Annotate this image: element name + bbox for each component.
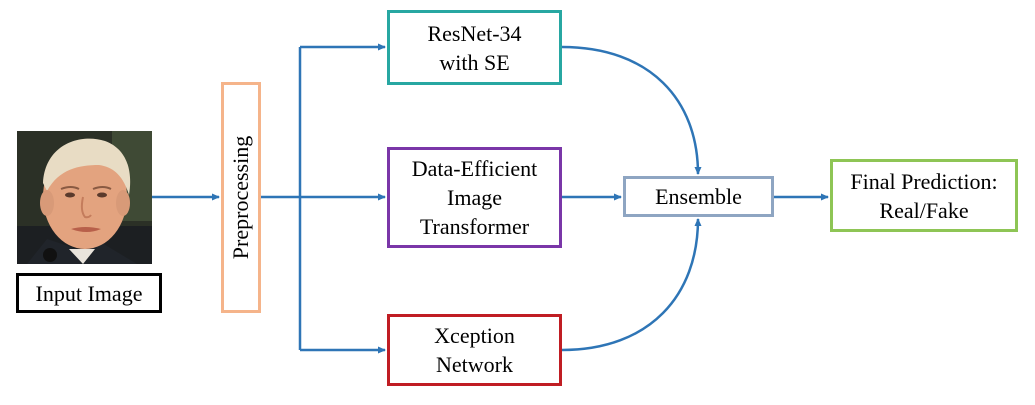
final-prediction-box: Final Prediction: Real/Fake [830,159,1018,232]
deit-label-line3: Transformer [419,214,530,239]
face-photo-icon [17,131,152,264]
deit-label-line2: Image [447,185,502,210]
ensemble-box: Ensemble [623,176,774,217]
deit-box: Data-Efficient Image Transformer [387,147,562,248]
input-image-label: Input Image [16,273,162,313]
input-face-photo [17,131,152,264]
arrow-resnet-to-ensemble [561,45,702,175]
resnet-label-line2: with SE [439,49,510,75]
input-image-label-text: Input Image [35,280,143,306]
final-prediction-label-line1: Final Prediction: [850,168,998,194]
resnet-box: ResNet-34 with SE [387,10,562,85]
preprocessing-box: Preprocessing [221,82,261,313]
final-prediction-label-line2: Real/Fake [879,197,969,223]
deit-label-line1: Data-Efficient [411,156,538,181]
arrow-xception-to-ensemble [561,218,702,352]
preprocessing-label: Preprocessing [228,135,254,260]
xception-box: Xception Network [387,314,562,386]
resnet-label-line1: ResNet-34 [427,20,522,46]
xception-label-line1: Xception [434,323,515,348]
ensemble-label: Ensemble [655,184,742,209]
xception-label-line2: Network [436,352,513,377]
